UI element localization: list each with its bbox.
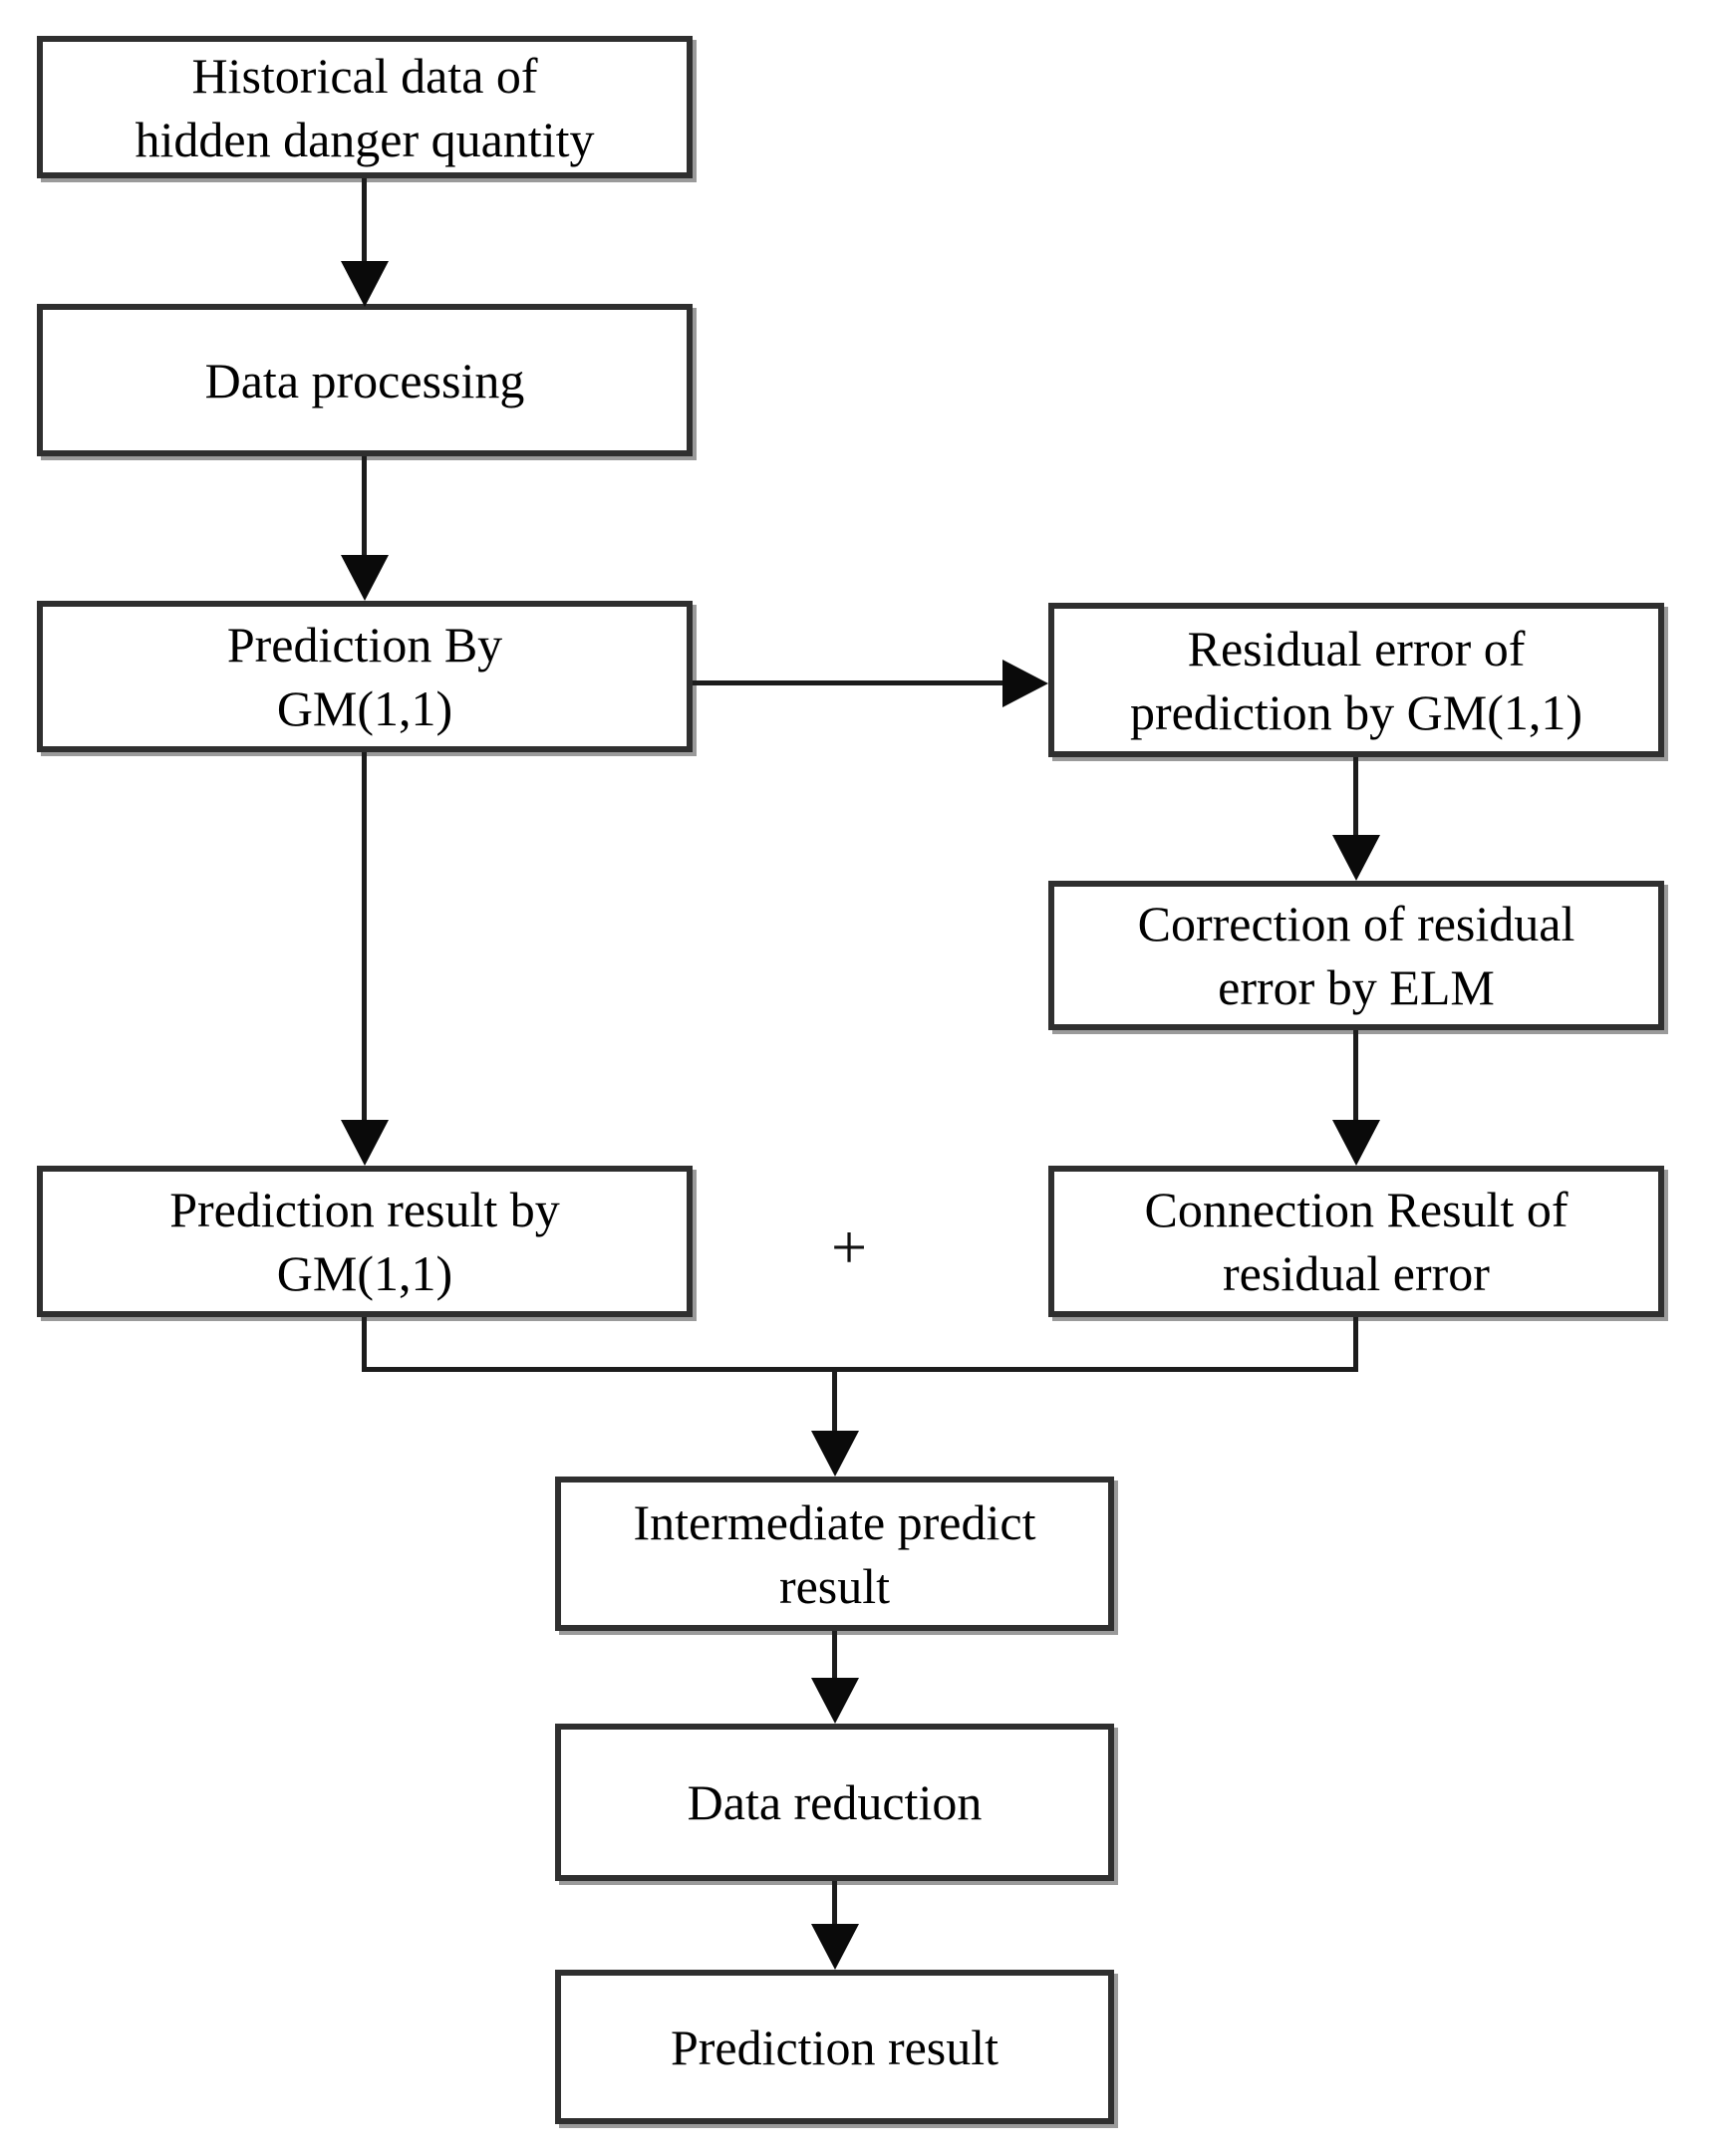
node-historical-data: Historical data of hidden danger quantit… — [37, 36, 693, 178]
arrowhead-down-icon — [811, 1431, 859, 1477]
node-correction-by-elm: Correction of residual error by ELM — [1048, 881, 1664, 1030]
connector-merge-bar — [362, 1367, 1358, 1372]
node-residual-error: Residual error of prediction by GM(1,1) — [1048, 603, 1664, 757]
node-prediction-result: Prediction result — [555, 1970, 1114, 2124]
node-intermediate-predict-result-label: Intermediate predict result — [633, 1493, 1036, 1614]
connector-dataprocessing-to-predictiongm — [362, 456, 367, 555]
connector-historical-to-dataprocessing — [362, 178, 367, 261]
node-historical-data-label: Historical data of hidden danger quantit… — [135, 47, 595, 167]
node-connection-result: Connection Result of residual error — [1048, 1166, 1664, 1317]
connector-predictionresultgm-drop — [362, 1317, 367, 1372]
node-prediction-result-label: Prediction result — [670, 2019, 999, 2075]
arrowhead-down-icon — [341, 1120, 389, 1166]
node-residual-error-label: Residual error of prediction by GM(1,1) — [1129, 620, 1583, 740]
connector-intermediate-to-datareduction — [832, 1631, 837, 1678]
connector-residualerror-to-correctionelm — [1353, 757, 1358, 835]
arrowhead-down-icon — [1332, 835, 1380, 881]
arrowhead-down-icon — [1332, 1120, 1380, 1166]
node-prediction-by-gm: Prediction By GM(1,1) — [37, 601, 693, 752]
arrowhead-right-icon — [1002, 660, 1048, 707]
node-correction-by-elm-label: Correction of residual error by ELM — [1137, 896, 1575, 1015]
node-prediction-result-by-gm: Prediction result by GM(1,1) — [37, 1166, 693, 1317]
node-connection-result-label: Connection Result of residual error — [1144, 1182, 1569, 1301]
connector-connectionresult-drop — [1353, 1317, 1358, 1372]
node-data-reduction: Data reduction — [555, 1724, 1114, 1881]
node-prediction-result-by-gm-label: Prediction result by GM(1,1) — [169, 1182, 560, 1301]
connector-correctionelm-to-connectionresult — [1353, 1030, 1358, 1120]
plus-operator: + — [830, 1212, 868, 1282]
arrowhead-down-icon — [811, 1678, 859, 1724]
node-data-processing: Data processing — [37, 304, 693, 456]
node-data-processing-label: Data processing — [204, 352, 525, 408]
node-data-reduction-label: Data reduction — [687, 1774, 983, 1830]
arrowhead-down-icon — [341, 261, 389, 307]
connector-predictiongm-to-residualerror — [693, 680, 1002, 685]
connector-merge-to-intermediate — [832, 1369, 837, 1431]
arrowhead-down-icon — [341, 555, 389, 601]
connector-datareduction-to-predictionresult — [832, 1881, 837, 1924]
node-intermediate-predict-result: Intermediate predict result — [555, 1477, 1114, 1631]
arrowhead-down-icon — [811, 1924, 859, 1970]
node-prediction-by-gm-label: Prediction By GM(1,1) — [226, 617, 503, 736]
connector-predictiongm-to-predictionresultgm — [362, 752, 367, 1120]
